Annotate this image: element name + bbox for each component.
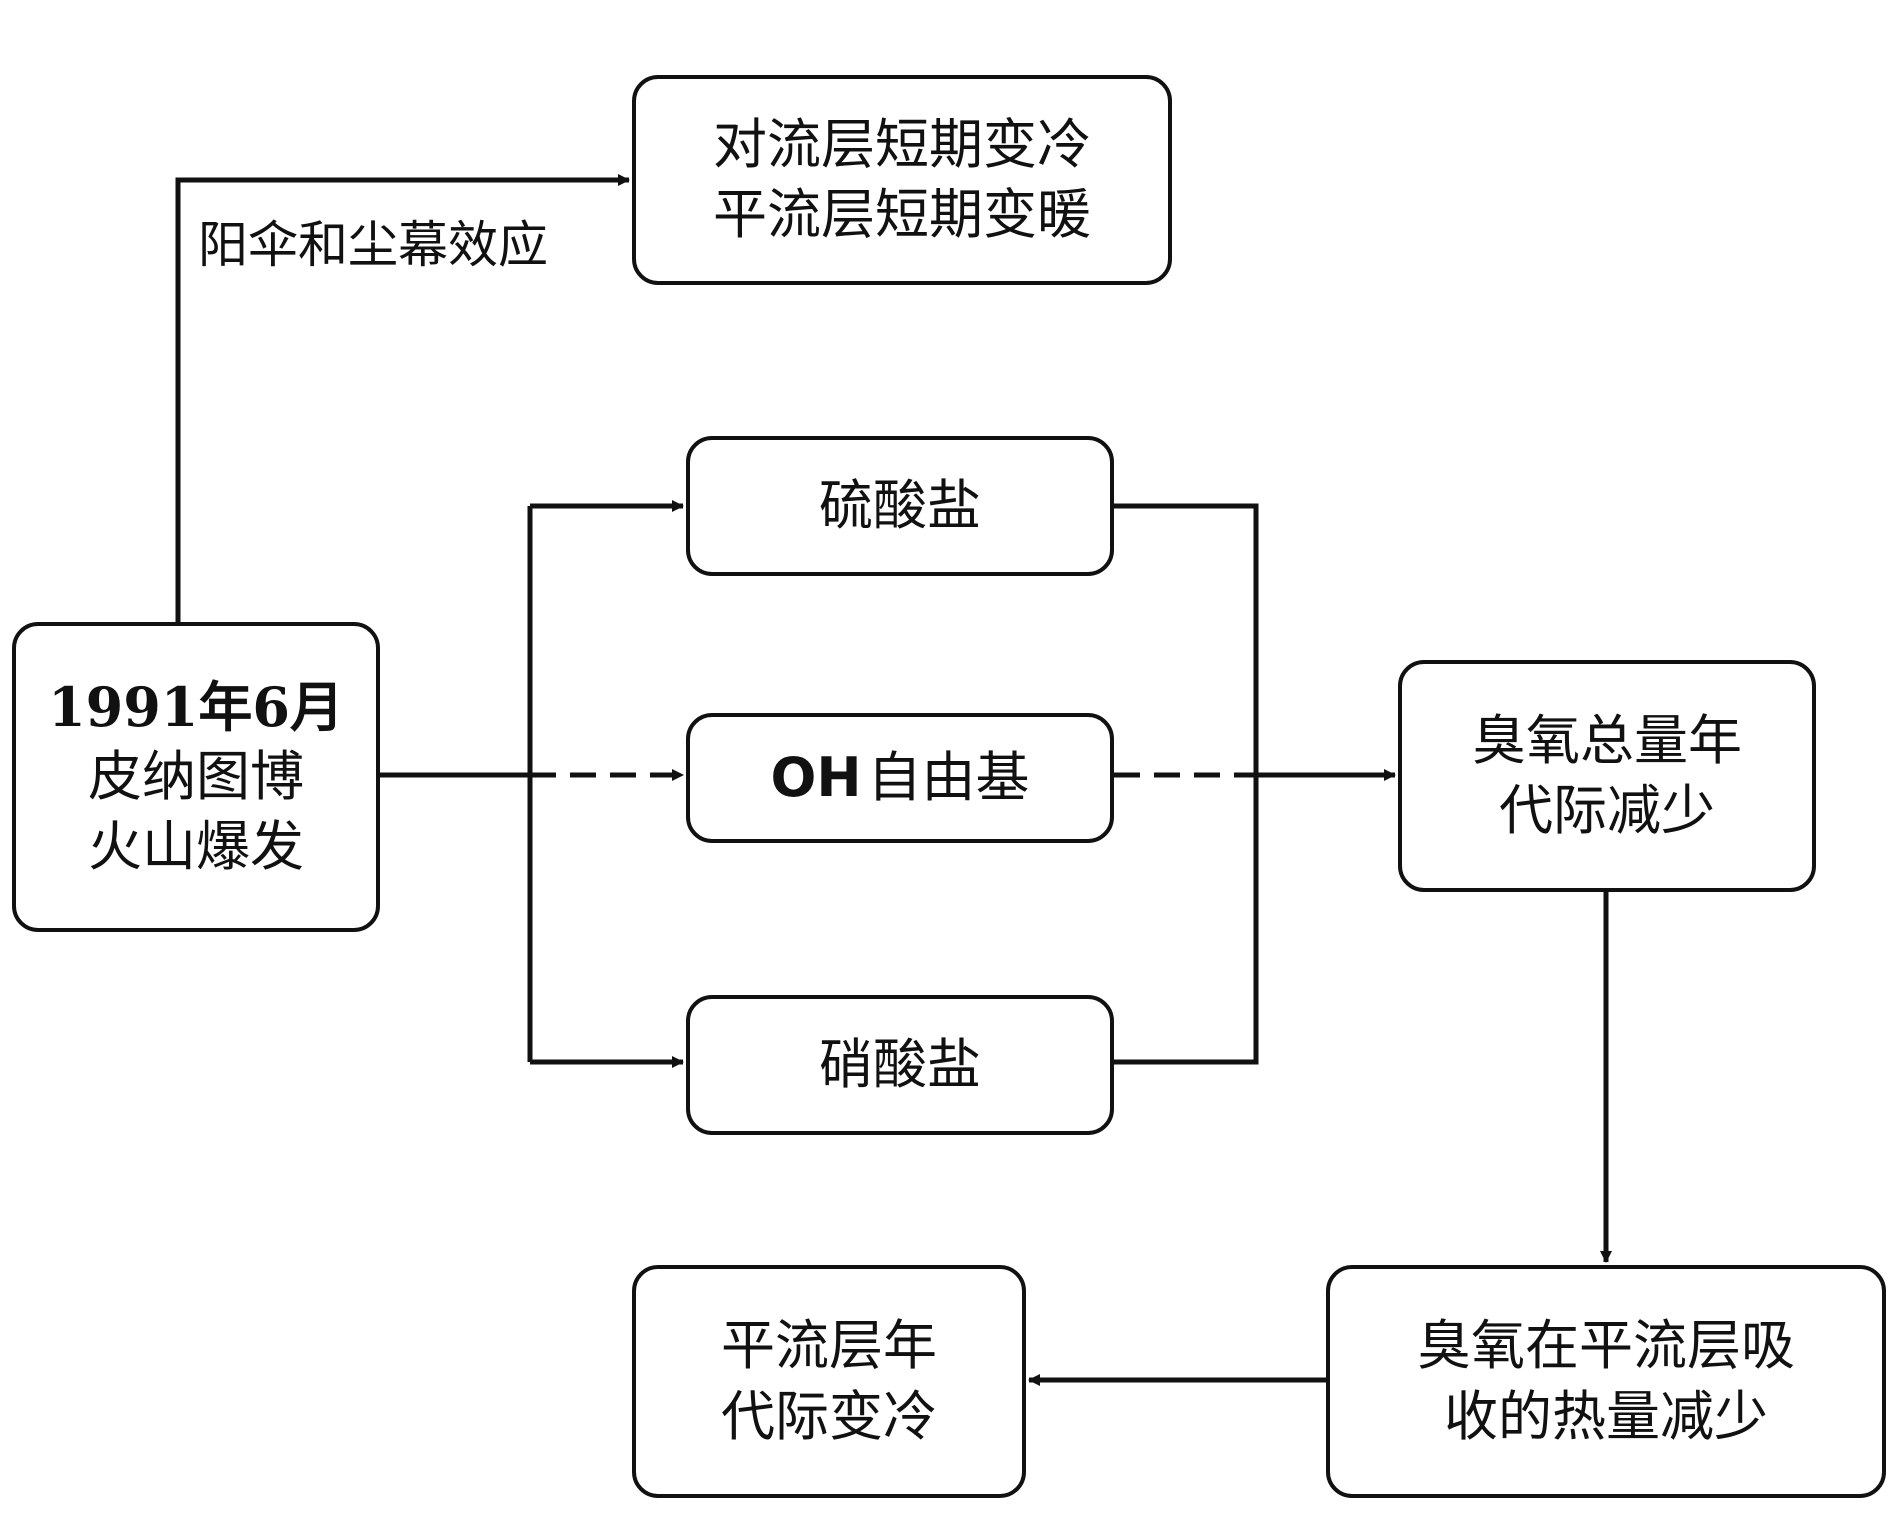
node-troposphere: 对流层短期变冷 平流层短期变暖 bbox=[632, 75, 1172, 285]
node-nitrate-label: 硝酸盐 bbox=[819, 1032, 981, 1096]
node-strat-cool: 平流层年 代际变冷 bbox=[632, 1265, 1026, 1498]
node-eruption: 1991年6月 皮纳图博 火山爆发 bbox=[12, 622, 380, 932]
node-oh-prefix: OH bbox=[770, 745, 862, 809]
node-eruption-line-1: 1991年6月 bbox=[48, 674, 344, 739]
node-ozone-heat-line-1: 臭氧在平流层吸 bbox=[1417, 1314, 1795, 1378]
node-eruption-line-2: 皮纳图博 bbox=[88, 744, 304, 808]
node-sulfate-label: 硫酸盐 bbox=[819, 473, 981, 537]
node-ozone-heat: 臭氧在平流层吸 收的热量减少 bbox=[1326, 1265, 1886, 1498]
node-ozone-heat-line-2: 收的热量减少 bbox=[1444, 1384, 1768, 1448]
node-oh-label: 自由基 bbox=[867, 745, 1030, 809]
node-strat-cool-line-1: 平流层年 bbox=[721, 1314, 937, 1378]
node-sulfate: 硫酸盐 bbox=[686, 436, 1114, 576]
arrow-eruption-to-troposphere bbox=[175, 174, 630, 622]
node-eruption-line-3: 火山爆发 bbox=[88, 815, 304, 879]
node-strat-cool-line-2: 代际变冷 bbox=[721, 1384, 937, 1448]
node-troposphere-line-1: 对流层短期变冷 bbox=[713, 112, 1091, 176]
node-ozone-total: 臭氧总量年 代际减少 bbox=[1398, 660, 1816, 892]
node-ozone-total-line-2: 代际减少 bbox=[1499, 779, 1715, 842]
node-nitrate: 硝酸盐 bbox=[686, 995, 1114, 1135]
edge-label-umbrella: 阳伞和尘幕效应 bbox=[198, 216, 548, 274]
node-ozone-total-line-1: 臭氧总量年 bbox=[1472, 708, 1742, 772]
line-sulfate-collector bbox=[1114, 503, 1259, 1065]
node-troposphere-line-2: 平流层短期变暖 bbox=[713, 183, 1091, 246]
